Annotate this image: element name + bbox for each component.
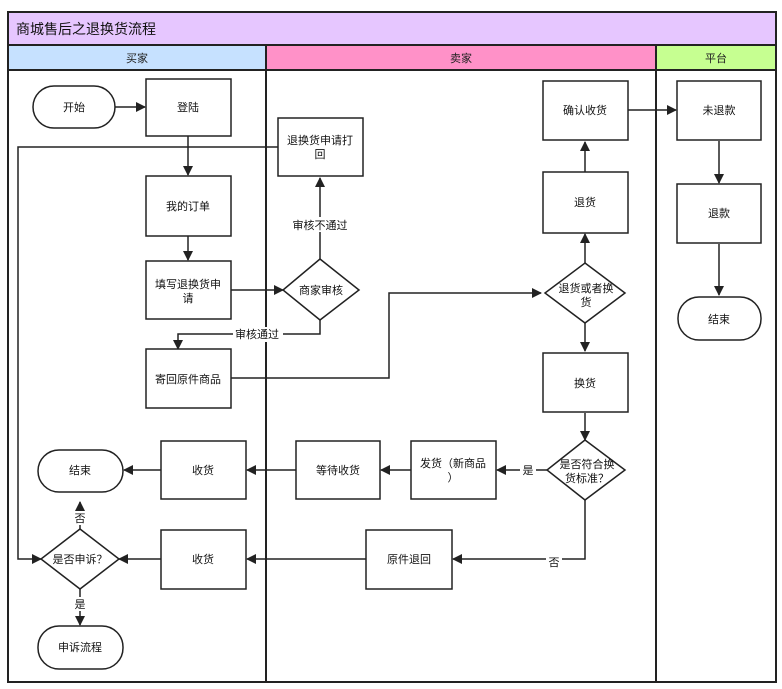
label-meets-standard-1: 是否符合换 xyxy=(560,457,615,471)
title-bar xyxy=(7,11,777,46)
lane-label-buyer: 买家 xyxy=(126,51,148,65)
label-meets-standard-2: 货标准？ xyxy=(565,471,609,485)
node-start xyxy=(32,85,116,129)
lane-body-platform xyxy=(655,69,777,683)
edge-label-review-fail: 审核不通过 xyxy=(293,218,348,232)
label-refund-step: 退货 xyxy=(574,195,596,209)
diagram-title: 商城售后之退换货流程 xyxy=(16,21,156,38)
label-ship-new-2: ） xyxy=(448,471,459,484)
node-labels: 开始 登陆 我的订单 填写退换货申 请 寄回原件商品 结束 收货 是否申诉？ 收… xyxy=(53,100,736,654)
node-confirm-receipt xyxy=(542,80,629,141)
label-print-request-2: 回 xyxy=(315,148,326,161)
node-receive-1 xyxy=(160,440,247,500)
node-refund-step xyxy=(542,171,629,234)
node-return-goods xyxy=(145,348,232,409)
node-meets-standard xyxy=(545,439,627,501)
label-buyer-end: 结束 xyxy=(69,464,91,477)
label-refund: 退款 xyxy=(708,206,730,220)
edge-return-choice xyxy=(230,288,542,379)
node-not-refunded xyxy=(676,80,762,141)
label-return-or-exchange-1: 退货或者换 xyxy=(559,281,614,295)
label-print-request-1: 退换货申请打 xyxy=(287,133,353,147)
node-platform-end xyxy=(677,296,762,341)
node-ship-new xyxy=(410,440,497,500)
label-exchange: 换货 xyxy=(574,376,596,390)
label-fill-request-2: 请 xyxy=(183,292,194,305)
lane-header-platform xyxy=(655,44,777,71)
node-receive-2 xyxy=(160,529,247,590)
node-exchange xyxy=(542,352,629,413)
lane-label-platform: 平台 xyxy=(705,51,727,65)
label-receive-1: 收货 xyxy=(192,463,214,477)
edge-label-no-appeal: 否 xyxy=(75,512,86,525)
label-wait-receive: 等待收货 xyxy=(316,463,360,477)
label-appeal-decision: 是否申诉？ xyxy=(53,553,108,566)
label-appeal-flow: 申诉流程 xyxy=(58,640,102,654)
label-confirm-receipt: 确认收货 xyxy=(563,103,607,117)
label-seller-review: 商家审核 xyxy=(299,283,343,297)
label-fill-request-1: 填写退换货申 xyxy=(155,277,221,291)
label-receive-2: 收货 xyxy=(192,552,214,566)
node-return-or-exchange xyxy=(543,262,627,324)
edge-label-no-return: 否 xyxy=(549,556,560,569)
node-appeal-decision xyxy=(39,528,121,590)
edge-labels: 审核不通过 审核通过 是 否 否 是 xyxy=(72,217,562,611)
edge-label-review-pass: 审核通过 xyxy=(235,327,279,341)
label-return-or-exchange-2: 货 xyxy=(581,295,592,309)
node-return-original xyxy=(365,529,453,590)
label-my-orders: 我的订单 xyxy=(166,199,210,213)
node-seller-review xyxy=(281,258,361,321)
edge-standard-returnoriginal xyxy=(452,500,586,564)
node-my-orders xyxy=(145,175,232,237)
label-return-goods: 寄回原件商品 xyxy=(155,372,221,386)
label-start: 开始 xyxy=(63,100,85,114)
node-refund xyxy=(676,183,762,244)
lane-label-seller: 卖家 xyxy=(450,51,472,65)
nodes xyxy=(32,78,762,670)
edge-print-appeal xyxy=(17,146,278,564)
node-login xyxy=(145,78,232,137)
node-wait-receive xyxy=(295,440,381,500)
node-print-request xyxy=(277,117,364,177)
label-ship-new-1: 发货（新商品 xyxy=(420,456,486,470)
label-not-refunded: 未退款 xyxy=(703,103,736,117)
edge-label-yes-ship: 是 xyxy=(523,464,534,477)
node-buyer-end xyxy=(37,449,124,493)
label-platform-end: 结束 xyxy=(708,313,730,326)
node-fill-request xyxy=(145,260,232,320)
node-appeal-flow xyxy=(37,625,124,670)
label-login: 登陆 xyxy=(177,100,199,114)
edge-label-yes-appeal: 是 xyxy=(75,598,86,611)
label-return-original: 原件退回 xyxy=(387,553,431,566)
